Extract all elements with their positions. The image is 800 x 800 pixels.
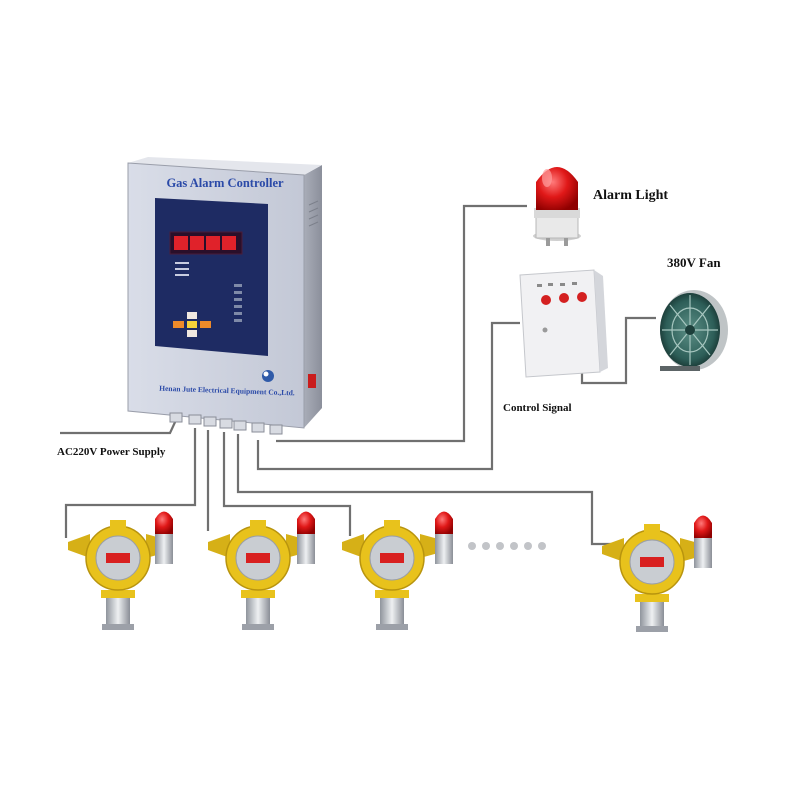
fan: [660, 290, 728, 371]
power-supply-label: AC220V Power Supply: [57, 446, 166, 458]
control-box: [519, 269, 608, 378]
key-down[interactable]: [187, 330, 197, 337]
key-enter[interactable]: [187, 321, 197, 328]
wire-control-signal: [256, 321, 520, 471]
control-button-2[interactable]: [559, 293, 569, 303]
gas-alarm-controller: [127, 157, 322, 435]
detector-3-alarm-lamp: [435, 511, 453, 564]
detector-4: [602, 524, 702, 632]
control-signal-label: Control Signal: [503, 402, 572, 414]
company-logo-icon: [262, 370, 274, 382]
alarm-light-label: Alarm Light: [593, 188, 669, 203]
wire-detector-4: [236, 434, 613, 546]
control-button-3[interactable]: [577, 292, 587, 302]
channel-indicators: [234, 284, 242, 322]
wiring: [60, 204, 656, 546]
detector-2: [208, 520, 308, 630]
wire-power-supply: [60, 419, 177, 435]
detector-2-alarm-lamp: [297, 511, 315, 564]
key-left[interactable]: [173, 321, 184, 328]
cable-glands: [169, 412, 283, 435]
detector-3: [342, 520, 442, 630]
power-switch[interactable]: [308, 374, 316, 388]
wire-alarm-light: [276, 204, 527, 443]
key-right[interactable]: [200, 321, 211, 328]
key-up[interactable]: [187, 312, 197, 319]
wire-detector-3: [222, 432, 352, 536]
detector-1-alarm-lamp: [155, 511, 173, 564]
wire-detector-1: [64, 428, 197, 538]
controller-display-panel: [155, 198, 268, 356]
led-digits: [174, 236, 236, 250]
keypad: [173, 312, 211, 337]
fan-label: 380V Fan: [667, 255, 721, 270]
control-button-1[interactable]: [541, 295, 551, 305]
detector-1: [68, 520, 168, 630]
wire-fan: [580, 316, 656, 385]
more-detectors-dots: [468, 542, 546, 550]
alarm-light: [533, 167, 581, 246]
detector-4-alarm-lamp: [694, 515, 712, 568]
controller-title: Gas Alarm Controller: [166, 176, 284, 190]
